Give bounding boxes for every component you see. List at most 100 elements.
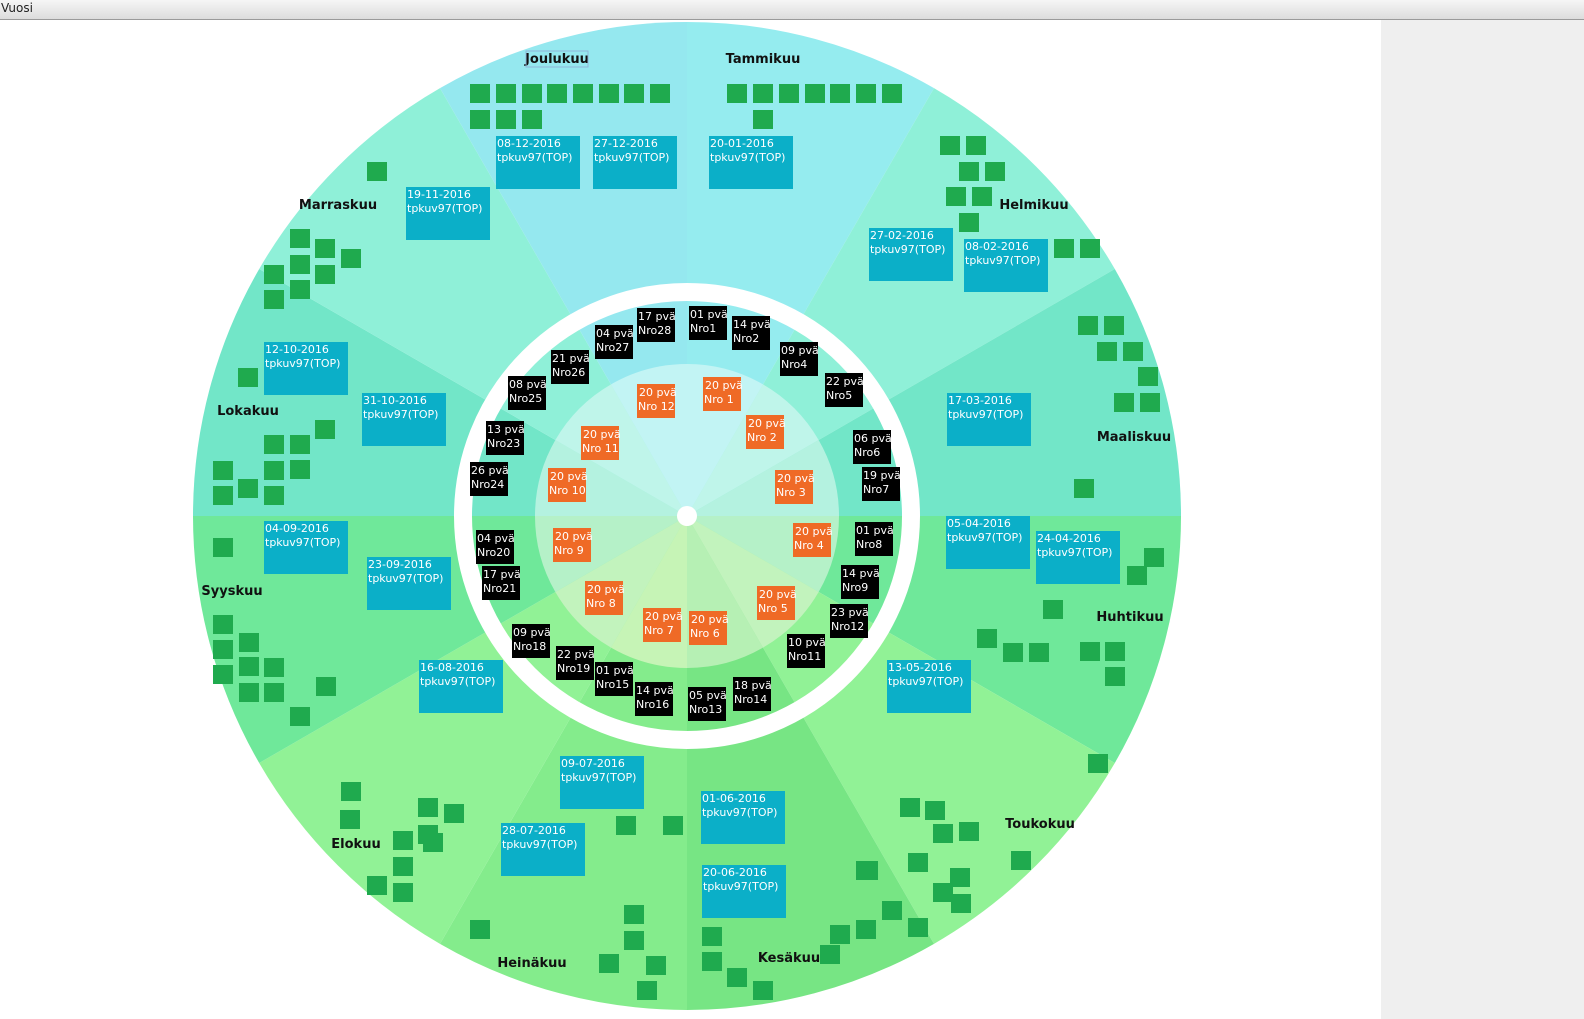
marker-square[interactable] — [1078, 316, 1098, 335]
marker-square[interactable] — [900, 798, 920, 817]
marker-square[interactable] — [624, 84, 644, 103]
month-label[interactable]: Kesäkuu — [758, 951, 820, 966]
month-label[interactable]: Elokuu — [331, 837, 380, 852]
marker-square[interactable] — [951, 894, 971, 913]
marker-square[interactable] — [496, 110, 516, 129]
marker-square[interactable] — [238, 368, 258, 387]
marker-square[interactable] — [908, 918, 928, 937]
marker-square[interactable] — [239, 657, 259, 676]
marker-square[interactable] — [367, 876, 387, 895]
marker-square[interactable] — [239, 683, 259, 702]
marker-square[interactable] — [646, 956, 666, 975]
marker-square[interactable] — [470, 920, 490, 939]
marker-square[interactable] — [882, 84, 902, 103]
marker-square[interactable] — [393, 857, 413, 876]
marker-square[interactable] — [341, 249, 361, 268]
marker-square[interactable] — [290, 707, 310, 726]
marker-square[interactable] — [340, 810, 360, 829]
marker-square[interactable] — [624, 931, 644, 950]
marker-square[interactable] — [496, 84, 516, 103]
month-label[interactable]: Lokakuu — [217, 404, 279, 419]
month-label[interactable]: Helmikuu — [999, 198, 1068, 213]
marker-square[interactable] — [213, 538, 233, 557]
marker-square[interactable] — [702, 952, 722, 971]
marker-square[interactable] — [393, 883, 413, 902]
marker-square[interactable] — [213, 461, 233, 480]
marker-square[interactable] — [966, 136, 986, 155]
marker-square[interactable] — [470, 110, 490, 129]
marker-square[interactable] — [977, 629, 997, 648]
marker-square[interactable] — [213, 615, 233, 634]
marker-square[interactable] — [315, 239, 335, 258]
marker-square[interactable] — [522, 110, 542, 129]
marker-square[interactable] — [933, 883, 953, 902]
marker-square[interactable] — [820, 945, 840, 964]
marker-square[interactable] — [972, 187, 992, 206]
marker-square[interactable] — [959, 822, 979, 841]
month-label[interactable]: Syyskuu — [201, 584, 262, 599]
marker-square[interactable] — [882, 901, 902, 920]
marker-square[interactable] — [1003, 643, 1023, 662]
marker-square[interactable] — [1054, 239, 1074, 258]
marker-square[interactable] — [444, 804, 464, 823]
marker-square[interactable] — [830, 84, 850, 103]
marker-square[interactable] — [1105, 667, 1125, 686]
marker-square[interactable] — [1011, 851, 1031, 870]
month-label[interactable]: Marraskuu — [299, 198, 377, 213]
marker-square[interactable] — [1104, 316, 1124, 335]
month-label[interactable]: Tammikuu — [726, 52, 801, 67]
marker-square[interactable] — [1127, 566, 1147, 585]
marker-square[interactable] — [753, 84, 773, 103]
marker-square[interactable] — [213, 640, 233, 659]
month-label[interactable]: Joulukuu — [524, 52, 589, 67]
marker-square[interactable] — [1123, 342, 1143, 361]
marker-square[interactable] — [213, 665, 233, 684]
marker-square[interactable] — [264, 265, 284, 284]
marker-square[interactable] — [624, 905, 644, 924]
marker-square[interactable] — [290, 460, 310, 479]
marker-square[interactable] — [239, 633, 259, 652]
marker-square[interactable] — [547, 84, 567, 103]
marker-square[interactable] — [264, 658, 284, 677]
marker-square[interactable] — [393, 831, 413, 850]
marker-square[interactable] — [856, 920, 876, 939]
window-titlebar[interactable]: Vuosi — [0, 0, 1584, 20]
marker-square[interactable] — [727, 84, 747, 103]
marker-square[interactable] — [290, 435, 310, 454]
marker-square[interactable] — [341, 782, 361, 801]
marker-square[interactable] — [290, 255, 310, 274]
marker-square[interactable] — [316, 677, 336, 696]
